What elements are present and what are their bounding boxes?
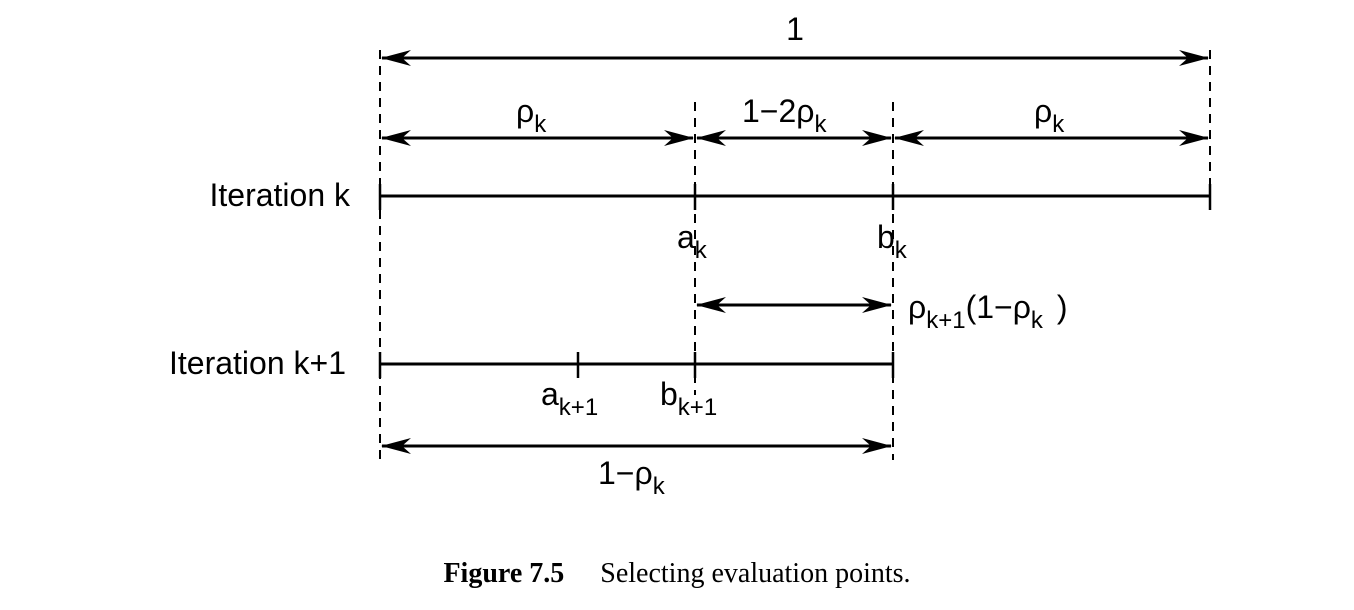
dimension-middle-label: 1−2ρk	[742, 93, 827, 138]
point-label-b-k1: bk+1	[660, 376, 717, 421]
figure-caption: Figure 7.5 Selecting evaluation points.	[0, 558, 1354, 590]
dimension-rho-left-label: ρk	[516, 93, 547, 138]
point-label-a-k: ak	[677, 219, 708, 264]
dimension-rho-next-label: ρk+1(1−ρk)	[908, 289, 1068, 334]
dimension-rho-right-label: ρk	[1034, 93, 1065, 138]
row-label-iteration-k1: Iteration k+1	[169, 345, 346, 381]
figure-number: Figure 7.5	[443, 558, 565, 589]
dimension-one-minus-rho-label: 1−ρk	[598, 455, 666, 500]
point-label-a-k1: ak+1	[541, 376, 598, 421]
figure-caption-text: Selecting evaluation points.	[600, 558, 911, 589]
row-label-iteration-k: Iteration k	[209, 177, 351, 213]
dimension-total-label: 1	[786, 11, 804, 47]
point-label-b-k: bk	[877, 219, 908, 264]
